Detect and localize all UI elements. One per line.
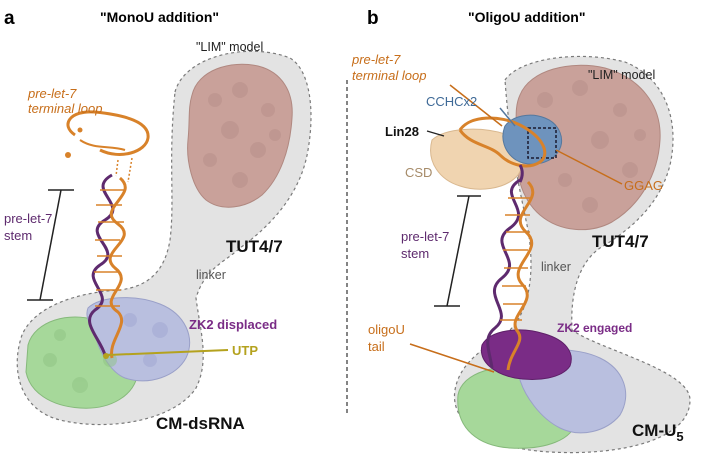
panel-a-loop-label-1: pre-let-7 [27,86,77,101]
panel-b-oligou-pointer [409,343,495,373]
panel-b-stem-bracket [434,195,481,307]
panel-a-utp-pointer [107,349,229,356]
panel-b-rna-stem [486,178,535,371]
panel-b-lim-label: "LIM" model [588,68,655,82]
panel-b-letter: b [367,8,379,29]
panel-b-csd-domain [430,128,524,190]
panel-b-stem-label-1: pre-let-7 [401,229,449,244]
panel-b-cchc-domain [502,114,562,165]
panel-b-csd-label: CSD [405,165,432,180]
panel-a-lim-label: "LIM" model [196,40,263,54]
panel-a-tut-label: TUT4/7 [226,237,283,256]
panel-b-title: "OligoU addition" [468,9,585,25]
panel-b-cchc-label: CCHCx2 [426,94,477,109]
panel-a-utp-label: UTP [232,343,258,358]
panel-b-rna-terminal-loop [458,116,547,183]
panel-a-loop-label-2: terminal loop [28,101,102,116]
panel-a-cm-label: CM-dsRNA [156,414,245,433]
panel-b-loop-pointer [449,84,503,127]
panel-b-cm-label-main: CM-U [632,421,676,440]
panel-a-rna-terminal-loop [65,110,150,183]
panel-a-cm-texture [43,313,168,393]
panel-b-zk2-label: ZK2 engaged [557,321,632,335]
panel-a-stem-label-1: pre-let-7 [4,211,52,226]
panel-b-loop-label-1: pre-let-7 [351,52,401,67]
panel-a-stem-label-2: stem [4,228,32,243]
panel-a-utp-molecule [103,353,109,359]
panel-b-lin28-pointer [426,130,445,137]
panel-b-cm-label: CM-U5 [632,421,684,444]
panel-b-oligou-label-2: tail [368,339,385,354]
panel-b-ggag-label: GGAG [624,178,663,193]
panel-b-ggag-pointer [555,149,623,185]
panel-b-stem-label-2: stem [401,246,429,261]
panel-b-cchc-pointer [499,107,516,127]
panel-b-loop-label-2: terminal loop [352,68,426,83]
panel-b-lim-texture [537,80,646,213]
panel-a-linker-label: linker [196,268,226,282]
panel-b-oligou-label-1: oligoU [368,322,405,337]
panel-a: a "MonoU addition" [4,8,312,433]
panel-b-tut-label: TUT4/7 [592,232,649,251]
panel-a-rna-stem [88,173,127,359]
panel-a-letter: a [4,8,15,29]
panel-a-lim-texture [203,82,281,188]
panel-a-stem-bracket [27,189,74,301]
panel-a-zk2-label: ZK2 displaced [189,317,277,332]
panel-b: b "OligoU addition" [351,8,691,454]
panel-b-linker-label: linker [541,260,571,274]
panel-b-lin28-label: Lin28 [385,124,419,139]
panel-a-title: "MonoU addition" [100,9,219,25]
panel-b-cm-label-sub: 5 [676,429,683,444]
